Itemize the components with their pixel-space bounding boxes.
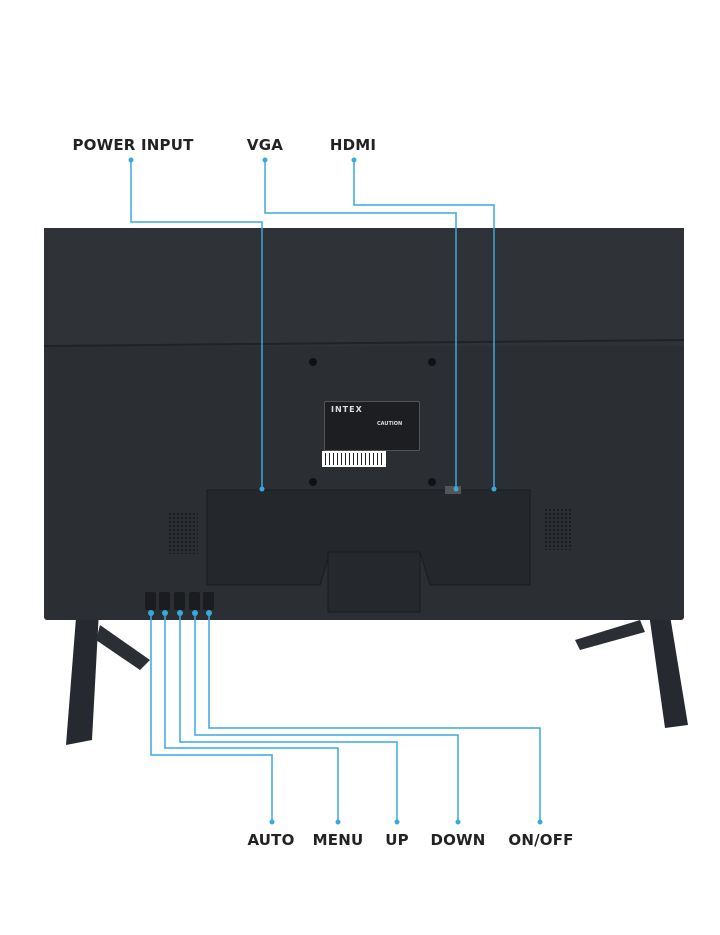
right-stand-leg bbox=[645, 585, 688, 728]
callout-auto bbox=[150, 613, 273, 822]
vesa-screw bbox=[309, 478, 317, 486]
label-vga: VGA bbox=[246, 136, 284, 154]
monitor-top-section bbox=[44, 228, 684, 346]
right-stand-foot bbox=[575, 620, 645, 650]
caution-text: CAUTION bbox=[377, 421, 403, 427]
callout-menu bbox=[164, 613, 339, 822]
callout-down bbox=[194, 613, 459, 822]
vesa-screw bbox=[428, 358, 436, 366]
speaker-grille-left bbox=[168, 512, 198, 554]
label-on-off: ON/OFF bbox=[508, 831, 574, 849]
label-menu: MENU bbox=[312, 831, 364, 849]
label-auto: AUTO bbox=[247, 831, 295, 849]
vesa-screw bbox=[428, 478, 436, 486]
label-up: UP bbox=[385, 831, 409, 849]
label-down: DOWN bbox=[430, 831, 486, 849]
callout-power-input bbox=[130, 160, 263, 489]
callout-on-off bbox=[208, 613, 541, 822]
callout-lines bbox=[130, 160, 541, 822]
speaker-grille-right bbox=[543, 508, 573, 550]
left-stand-foot bbox=[96, 625, 150, 670]
brand-logo: INTEX bbox=[331, 405, 363, 414]
callout-up bbox=[179, 613, 398, 822]
control-buttons bbox=[145, 592, 214, 610]
serial-barcode bbox=[322, 451, 386, 467]
callout-hdmi bbox=[353, 160, 495, 489]
label-power-input: POWER INPUT bbox=[72, 136, 194, 154]
stand-mount bbox=[327, 551, 421, 613]
vesa-screw bbox=[309, 358, 317, 366]
label-hdmi: HDMI bbox=[329, 136, 377, 154]
callout-dots bbox=[128, 157, 543, 825]
product-label-sticker: INTEX CAUTION bbox=[324, 401, 420, 451]
callout-vga bbox=[264, 160, 457, 489]
vga-port bbox=[445, 486, 461, 494]
left-stand-leg bbox=[66, 592, 100, 745]
